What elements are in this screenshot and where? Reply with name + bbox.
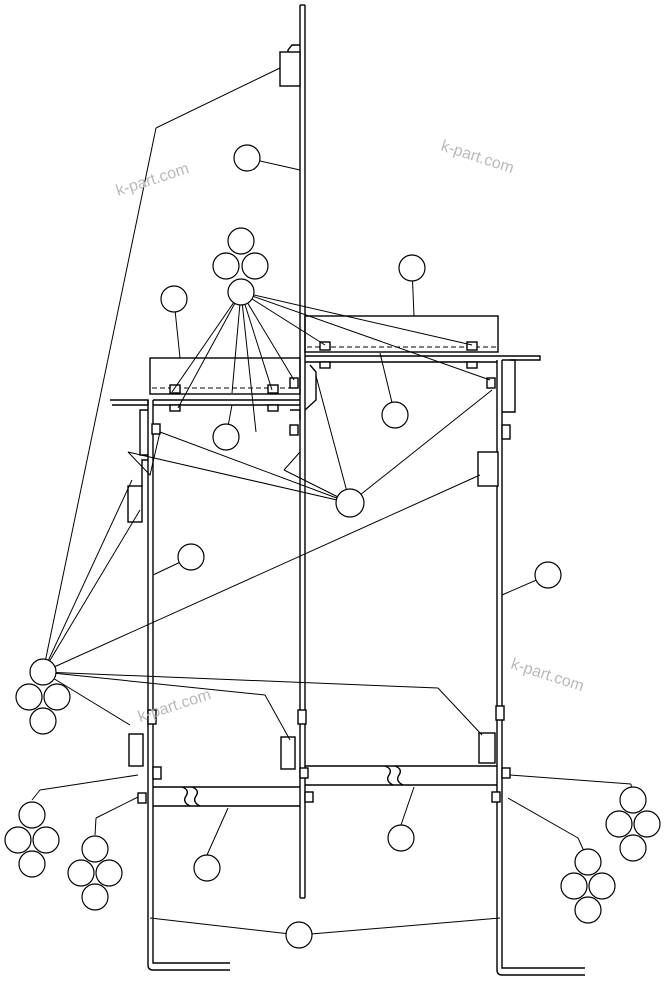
callout-bubble [29,707,57,735]
callout-bubble [227,227,255,255]
callout-bubble [605,810,633,838]
watermark-text: k-part.com [509,656,586,696]
callout-bubble [212,252,240,280]
callout-bubble [233,144,261,172]
callout-bubble [212,423,240,451]
callout-bubble [177,543,205,571]
top-clip [279,51,301,87]
lower-cross-member-left [153,786,300,807]
right-top-shelf [304,315,541,487]
watermark-text: k-part.com [439,138,516,178]
callout-bubble [619,834,647,862]
callout-bubble [574,896,602,924]
callout-bubble [15,683,43,711]
callout-bubble [588,872,616,900]
left-clip [127,485,143,523]
callout-bubble [387,824,415,852]
callout-bubble [18,801,46,829]
callout-bubble [43,683,71,711]
callout-bubble [398,254,426,282]
lower-cross-member-right [305,765,497,786]
callout-bubble [4,826,32,854]
callout-bubble [534,561,562,589]
watermark-text: k-part.com [114,160,191,200]
right-upright-panel [496,360,585,976]
callout-bubble [29,658,57,686]
right-clip [477,451,499,487]
callout-bubble [241,252,269,280]
callout-bubbles [4,144,661,949]
callout-bubble [81,835,109,863]
callout-bubble [619,786,647,814]
callout-bubble [335,488,365,518]
left-top-shelf [110,357,301,523]
callout-bubble [560,872,588,900]
callout-bubble [67,859,95,887]
leader-lines [31,67,634,936]
callout-bubble [381,401,409,429]
callout-bubble [193,854,221,882]
callout-bubble [95,859,123,887]
lower-fasteners [128,705,511,804]
callout-bubble [285,921,313,949]
callout-bubble [18,850,46,878]
callout-bubble [633,810,661,838]
callout-bubble [32,826,60,854]
callout-bubble [574,848,602,876]
callout-bubble [160,285,188,313]
left-upright-panel [147,400,230,971]
callout-bubble [81,883,109,911]
callout-bubble [227,278,255,306]
central-upright-panel [279,4,306,899]
